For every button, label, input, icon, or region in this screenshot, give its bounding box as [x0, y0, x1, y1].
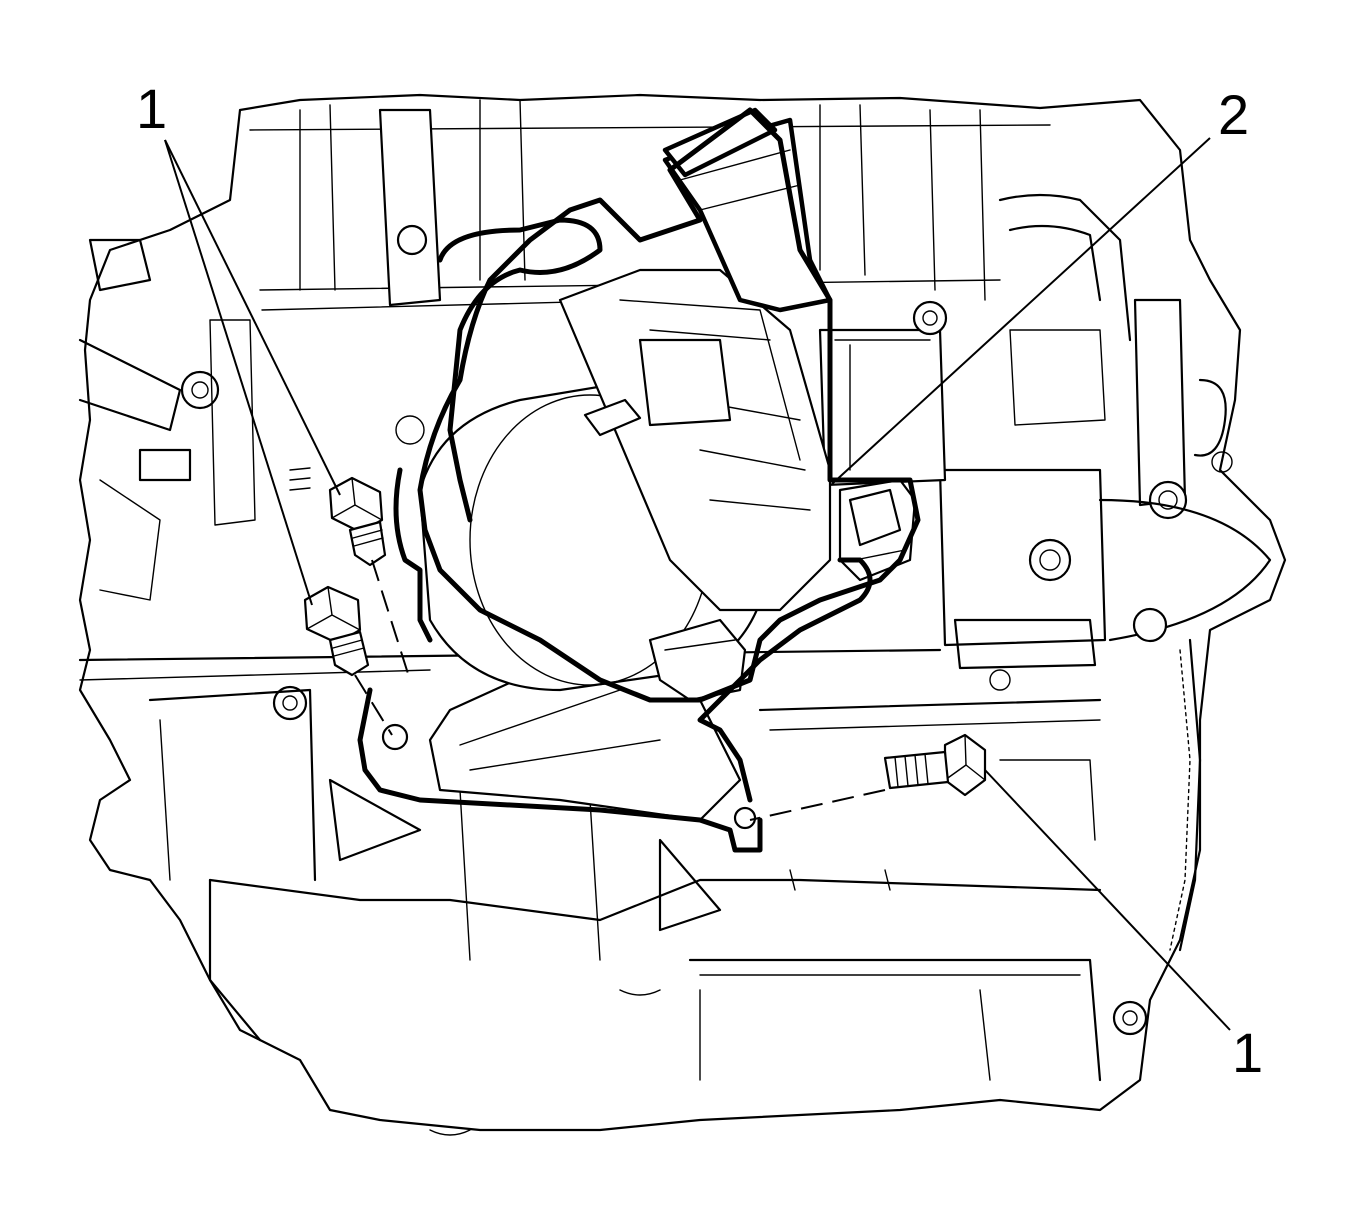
bolt-middle-left	[303, 585, 370, 677]
callout-1-lower-right: 1	[1232, 1021, 1263, 1084]
bolt-right	[883, 733, 987, 797]
leader-upper-right	[831, 137, 1211, 485]
callout-2-upper-right: 2	[1218, 83, 1249, 146]
leader-upper-left-b	[164, 139, 313, 606]
callout-1-upper-left: 1	[136, 77, 167, 140]
install-path-middle	[354, 674, 393, 736]
pump-assembly	[393, 107, 921, 822]
bolt-hole-right	[733, 806, 757, 830]
install-path-upper	[371, 559, 411, 681]
bolt-hole-left	[381, 723, 409, 751]
leader-upper-left-a	[164, 139, 341, 496]
wiring-harness	[357, 557, 873, 853]
leader-lower-right	[984, 769, 1231, 1031]
install-path-right	[749, 789, 886, 821]
engine-block	[78, 93, 1287, 1136]
bolt-upper-left	[328, 476, 387, 567]
